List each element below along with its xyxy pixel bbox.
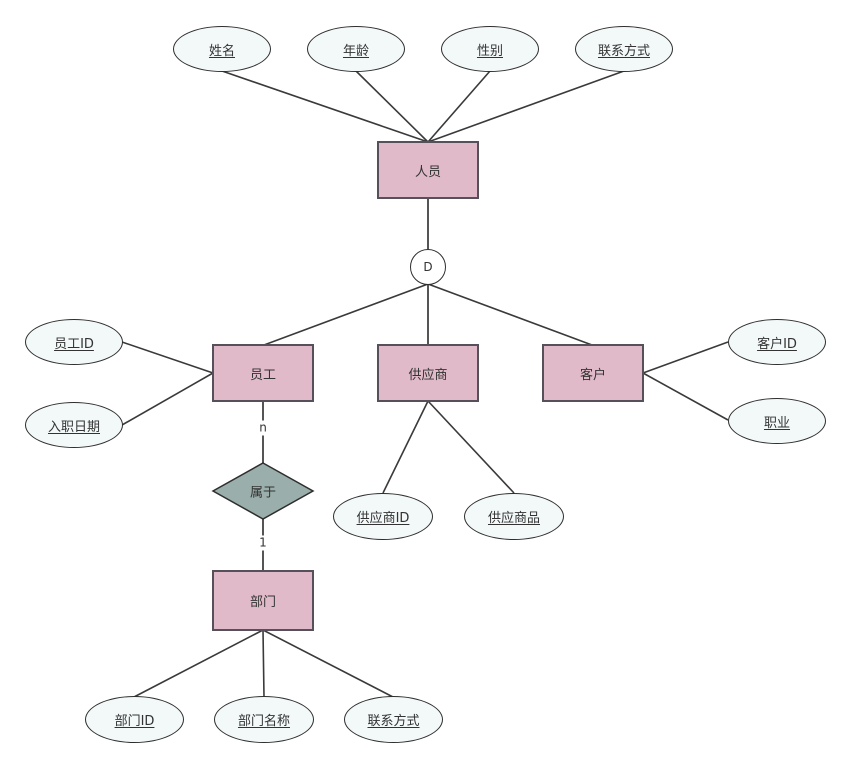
entity-supplier-label: 供应商 [408, 367, 448, 383]
cardinality-employee-n: n [257, 420, 269, 436]
entity-employee[interactable]: 员工 [212, 344, 314, 402]
attribute-occupation-label: 职业 [763, 415, 790, 431]
attribute-department-name-label: 部门名称 [237, 714, 290, 729]
attribute-employee-id[interactable]: 员工ID [25, 319, 123, 365]
entity-person-label: 人员 [414, 164, 441, 180]
edge-person-contact [427, 70, 625, 143]
attribute-customer-id-label: 客户ID [757, 336, 797, 352]
attribute-supplier-goods-label: 供应商品 [487, 511, 540, 526]
attribute-department-contact[interactable]: 联系方式 [344, 696, 443, 743]
attribute-customer-id[interactable]: 客户ID [728, 319, 826, 365]
attribute-gender-label: 性别 [476, 43, 503, 59]
attribute-department-name[interactable]: 部门名称 [214, 696, 314, 743]
entity-person[interactable]: 人员 [377, 141, 479, 199]
attribute-age[interactable]: 年龄 [307, 26, 405, 72]
attribute-employee-id-label: 员工ID [54, 336, 94, 352]
entity-department[interactable]: 部门 [212, 570, 314, 631]
attribute-supplier-id-label: 供应商ID [356, 511, 410, 526]
relationship-belongs-shape[interactable] [211, 462, 315, 520]
edge-department-deptid [133, 629, 264, 698]
attribute-supplier-id[interactable]: 供应商ID [333, 493, 433, 540]
attribute-age-label: 年龄 [342, 43, 369, 59]
edge-customer-occupation [642, 372, 729, 421]
attribute-supplier-goods[interactable]: 供应商品 [464, 493, 564, 540]
edge-employee-empid [121, 341, 214, 374]
entity-department-label: 部门 [249, 595, 276, 610]
entity-customer[interactable]: 客户 [542, 344, 644, 402]
edge-supplier-supid [382, 400, 429, 494]
entity-customer-label: 客户 [579, 367, 606, 383]
edge-customer-custid [642, 341, 729, 374]
relationship-belongs-label: 属于 [249, 485, 277, 501]
attribute-name-label: 姓名 [208, 43, 235, 59]
edge-disjoint-customer [427, 283, 593, 346]
entity-employee-label: 员工 [249, 367, 276, 383]
edge-person-gender [427, 70, 491, 143]
edge-employee-hiredate [121, 372, 214, 426]
attribute-name[interactable]: 姓名 [173, 26, 271, 72]
attribute-department-id-label: 部门ID [114, 714, 155, 729]
specialization-disjoint-circle[interactable]: D [410, 249, 446, 285]
attribute-department-contact-label: 联系方式 [367, 714, 420, 729]
edge-person-name [221, 70, 429, 143]
edge-supplier-supgoods [427, 400, 515, 494]
edge-person-age [355, 70, 429, 143]
attribute-hire-date-label: 入职日期 [47, 419, 100, 435]
attribute-hire-date[interactable]: 入职日期 [25, 402, 123, 448]
edge-department-deptname [262, 629, 265, 698]
attribute-gender[interactable]: 性别 [441, 26, 539, 72]
attribute-department-id[interactable]: 部门ID [85, 696, 184, 743]
specialization-disjoint-label: D [423, 260, 433, 274]
attribute-contact-label: 联系方式 [597, 43, 650, 59]
attribute-contact[interactable]: 联系方式 [575, 26, 673, 72]
entity-supplier[interactable]: 供应商 [377, 344, 479, 402]
edge-department-deptcontact [262, 629, 394, 698]
attribute-occupation[interactable]: 职业 [728, 398, 826, 444]
cardinality-department-1: 1 [257, 535, 269, 551]
edge-disjoint-employee [263, 283, 429, 346]
